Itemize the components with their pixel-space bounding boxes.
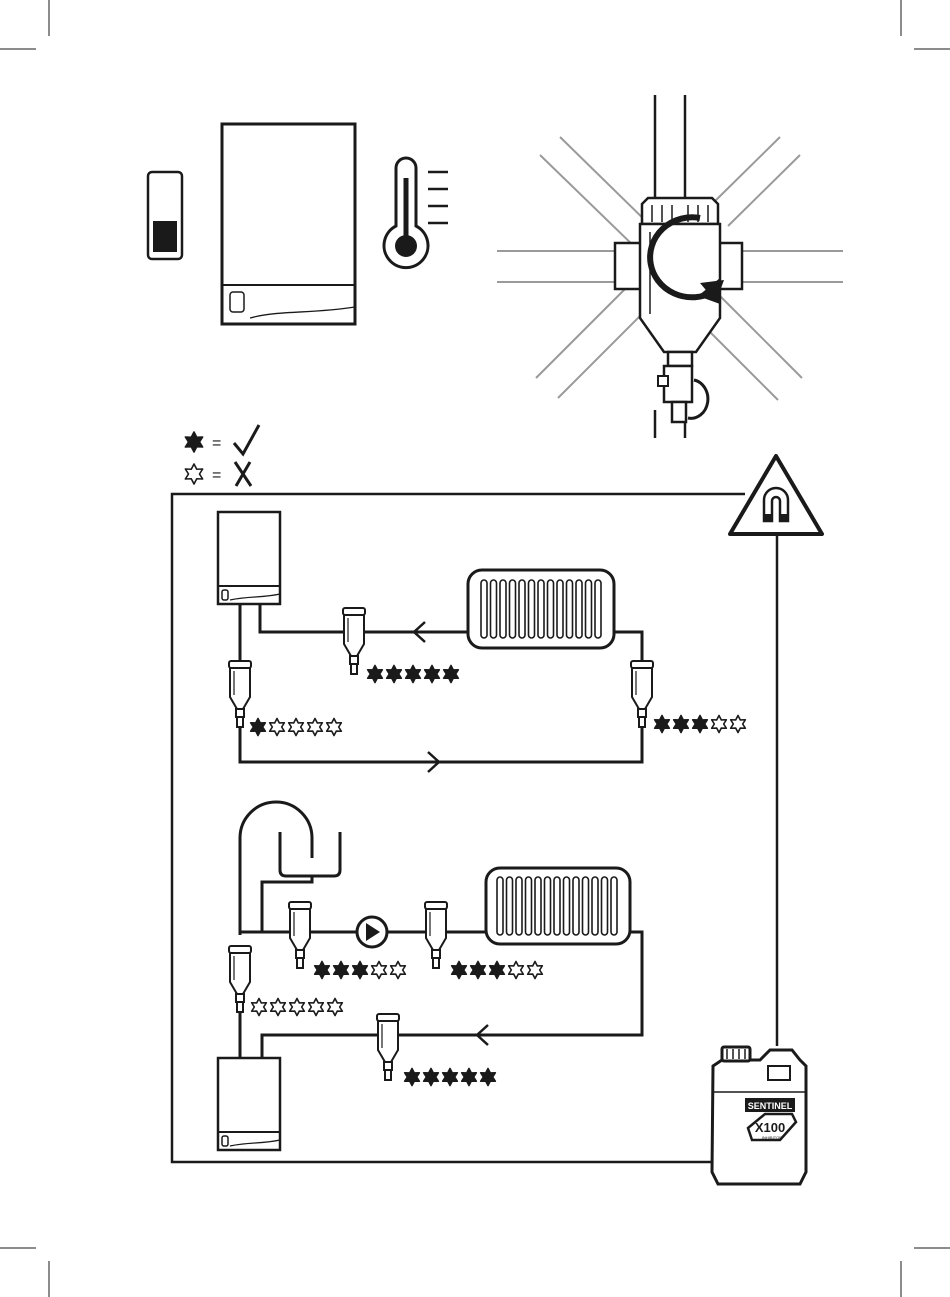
filled-star-icon (443, 1069, 458, 1086)
filled-star-icon (387, 666, 402, 683)
bottle-product: X100 (755, 1120, 785, 1135)
rating-upper-boiler (251, 719, 342, 736)
boiler-lower (218, 1058, 280, 1150)
filled-star-icon (185, 432, 202, 452)
filled-star-icon (425, 666, 440, 683)
outline-star-icon (391, 962, 406, 979)
x100-bottle: SENTINEL X100 INHIBITOR (712, 1047, 806, 1184)
filter-lower-boiler (229, 946, 251, 1012)
outline-star-icon (372, 962, 387, 979)
pump-icon (357, 917, 387, 947)
feed-tank (280, 832, 340, 876)
legend: = = (185, 425, 259, 486)
filled-star-icon (462, 1069, 477, 1086)
outline-star-icon (185, 464, 202, 484)
boiler-large (222, 124, 355, 324)
filter-upper-return (343, 608, 365, 674)
filter-lower-radiator (425, 902, 447, 968)
rating-upper-radiator (655, 716, 746, 733)
lower-circuit (218, 802, 642, 1150)
filter-upper-radiator (631, 661, 653, 727)
filled-star-icon (452, 962, 467, 979)
rating-lower-radiator (452, 962, 543, 979)
outline-star-icon (327, 719, 342, 736)
filled-star-icon (481, 1069, 496, 1086)
filled-star-icon (444, 666, 459, 683)
filled-star-icon (405, 1069, 420, 1086)
filter-lower-return (377, 1014, 399, 1080)
filled-star-icon (490, 962, 505, 979)
outline-star-icon (271, 999, 286, 1016)
outline-star-icon (308, 719, 323, 736)
outline-star-icon (309, 999, 324, 1016)
filter-upper-boiler (229, 661, 251, 727)
cross-icon (235, 462, 251, 486)
filled-star-icon (334, 962, 349, 979)
outline-star-icon (528, 962, 543, 979)
filled-star-icon (693, 716, 708, 733)
outline-star-icon (731, 716, 746, 733)
filled-star-icon (368, 666, 383, 683)
outline-star-icon (289, 719, 304, 736)
outline-star-icon (185, 464, 202, 484)
filled-star-icon (406, 666, 421, 683)
outline-star-icon (270, 719, 285, 736)
legend-equals-2: = (212, 467, 221, 484)
outline-star-icon (252, 999, 267, 1016)
separator-large (615, 198, 742, 422)
rating-lower-return (405, 1069, 496, 1086)
filled-star-icon (185, 432, 202, 452)
radiator-upper (468, 570, 614, 648)
boiler-upper (218, 512, 280, 604)
filled-star-icon (471, 962, 486, 979)
thermometer-icon (384, 158, 448, 268)
outline-star-icon (328, 999, 343, 1016)
filled-star-icon (315, 962, 330, 979)
filled-star-icon (424, 1069, 439, 1086)
upper-circuit (218, 512, 653, 772)
legend-equals-1: = (212, 435, 221, 452)
water-level-gauge (148, 172, 182, 259)
outline-star-icon (712, 716, 727, 733)
outline-star-icon (509, 962, 524, 979)
filled-star-icon (353, 962, 368, 979)
rating-upper-return (368, 666, 459, 683)
rating-lower-pump (315, 962, 406, 979)
filled-star-icon (674, 716, 689, 733)
filled-star-icon (655, 716, 670, 733)
outline-star-icon (290, 999, 305, 1016)
bottle-brand: SENTINEL (748, 1101, 793, 1111)
filter-lower-pump (289, 902, 311, 968)
rating-lower-boiler (252, 999, 343, 1016)
bottle-subtext: INHIBITOR (762, 1135, 782, 1140)
filled-star-icon (251, 719, 266, 736)
radiator-lower (486, 868, 630, 944)
check-icon (234, 425, 259, 454)
